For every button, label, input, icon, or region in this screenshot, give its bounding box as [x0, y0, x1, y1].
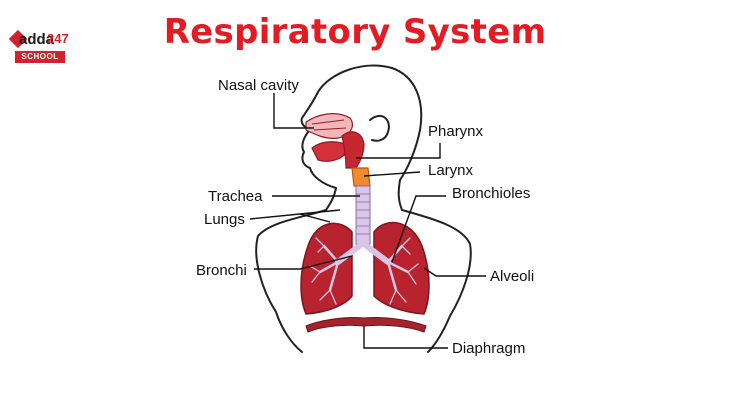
leader-larynx: [363, 171, 421, 177]
label-trachea: Trachea: [208, 188, 263, 205]
leader-diaphragm: [363, 326, 448, 349]
label-larynx: Larynx: [428, 162, 474, 179]
label-bronchi: Bronchi: [196, 262, 247, 279]
adda247-logo: adda 247 SCHOOL: [5, 29, 69, 64]
diagram-title: Respiratory System: [163, 12, 547, 52]
diaphragm: [305, 317, 427, 333]
leader-bronchi: [254, 255, 353, 270]
leader-pharynx: [356, 143, 441, 159]
pharynx: [341, 131, 365, 169]
label-bronchioles: Bronchioles: [452, 185, 530, 202]
label-lungs: Lungs: [204, 211, 245, 228]
larynx: [351, 167, 371, 187]
logo-school-tag: SCHOOL: [15, 51, 65, 63]
logo-word: adda: [19, 31, 55, 48]
leader-lines: [249, 93, 486, 349]
bronchial-tree: [309, 237, 419, 305]
label-diaphragm: Diaphragm: [452, 340, 525, 357]
label-alveoli: Alveoli: [490, 268, 534, 285]
trachea: [355, 185, 371, 245]
leader-alveoli: [423, 267, 486, 277]
label-pharynx: Pharynx: [428, 123, 484, 140]
leader-bronchioles: [391, 195, 446, 263]
leader-lungs-b: [299, 209, 341, 215]
body-outline: [255, 64, 472, 353]
label-nasal-cavity: Nasal cavity: [218, 77, 299, 94]
logo-number: 247: [47, 31, 69, 46]
leader-nasal-cavity: [273, 93, 314, 129]
